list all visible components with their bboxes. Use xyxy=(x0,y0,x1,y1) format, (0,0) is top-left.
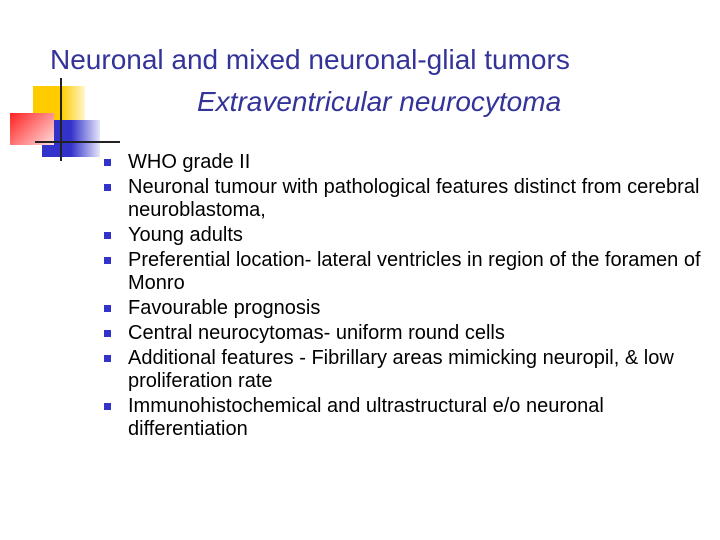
bullet-text: Young adults xyxy=(128,224,243,246)
square-bullet-icon xyxy=(104,232,111,239)
bullet-item: Young adults xyxy=(104,224,714,247)
square-bullet-icon xyxy=(104,403,111,410)
bullet-text: Additional features - Fibrillary areas m… xyxy=(128,347,674,392)
square-bullet-icon xyxy=(104,257,111,264)
bullet-list: WHO grade II Neuronal tumour with pathol… xyxy=(104,151,714,443)
bullet-item: Immunohistochemical and ultrastructural … xyxy=(104,395,714,441)
bullet-item: WHO grade II xyxy=(104,151,714,174)
bullet-item: Preferential location- lateral ventricle… xyxy=(104,249,714,295)
bullet-text: WHO grade II xyxy=(128,151,251,173)
horizontal-line xyxy=(35,141,120,143)
bullet-text: Neuronal tumour with pathological featur… xyxy=(128,176,700,221)
bullet-text: Preferential location- lateral ventricle… xyxy=(128,249,701,294)
bullet-item: Favourable prognosis xyxy=(104,297,714,320)
square-bullet-icon xyxy=(104,184,111,191)
red-block xyxy=(10,113,54,145)
square-bullet-icon xyxy=(104,305,111,312)
vertical-line xyxy=(60,78,62,161)
square-bullet-icon xyxy=(104,355,111,362)
slide-title: Neuronal and mixed neuronal-glial tumors xyxy=(50,44,570,75)
slide-subtitle: Extraventricular neurocytoma xyxy=(197,86,562,117)
bullet-item: Neuronal tumour with pathological featur… xyxy=(104,176,714,222)
bullet-text: Immunohistochemical and ultrastructural … xyxy=(128,395,604,440)
bullet-text: Favourable prognosis xyxy=(128,297,321,319)
bullet-text: Central neurocytomas- uniform round cell… xyxy=(128,322,505,344)
bullet-item: Central neurocytomas- uniform round cell… xyxy=(104,322,714,345)
square-bullet-icon xyxy=(104,159,111,166)
bullet-item: Additional features - Fibrillary areas m… xyxy=(104,347,714,393)
square-bullet-icon xyxy=(104,330,111,337)
